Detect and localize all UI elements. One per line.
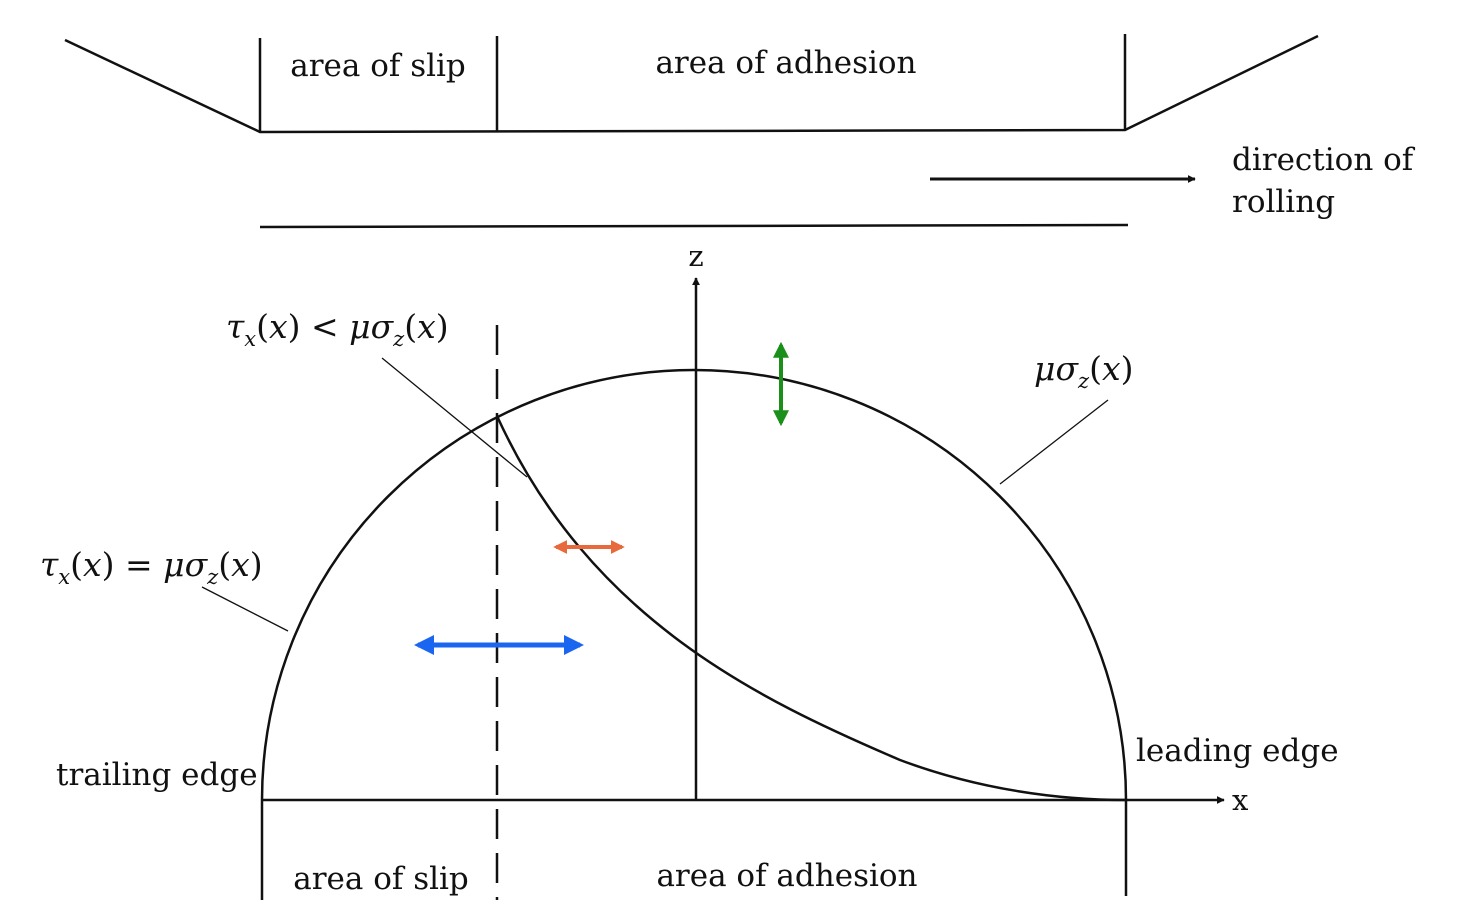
z-axis-label: z [688,239,703,273]
top-adhesion-label: area of adhesion [655,45,916,81]
bottom-slip-label: area of slip [293,861,469,897]
rolling-label-line2: rolling [1232,184,1335,220]
bottom-adhesion-label: area of adhesion [656,858,917,894]
mu-sigma-label: μσz(x) [1034,349,1133,393]
leading-edge-label: leading edge [1136,733,1339,769]
lower-contact-surface [259,223,1129,229]
top-contact-outline [64,34,1319,134]
tau-equal-label: τx(x) = μσz(x) [40,545,263,589]
x-axis-label: x [1232,783,1248,817]
tau-adhesion-curve [495,415,1127,802]
rolling-label-line1: direction of [1232,142,1416,178]
leader-tau-equal [201,586,289,632]
top-contact-band [64,34,1319,229]
trailing-edge-label: trailing edge [56,757,258,793]
top-slip-label: area of slip [290,48,466,84]
leader-lines [201,357,1109,632]
leader-tau-less [381,357,528,478]
curves [260,325,1128,900]
tau-less-label: τx(x) < μσz(x) [226,307,449,351]
leader-mu-sigma [999,399,1109,485]
axes [262,277,1225,804]
mu-sigma-ellipse-curve [260,368,1128,801]
